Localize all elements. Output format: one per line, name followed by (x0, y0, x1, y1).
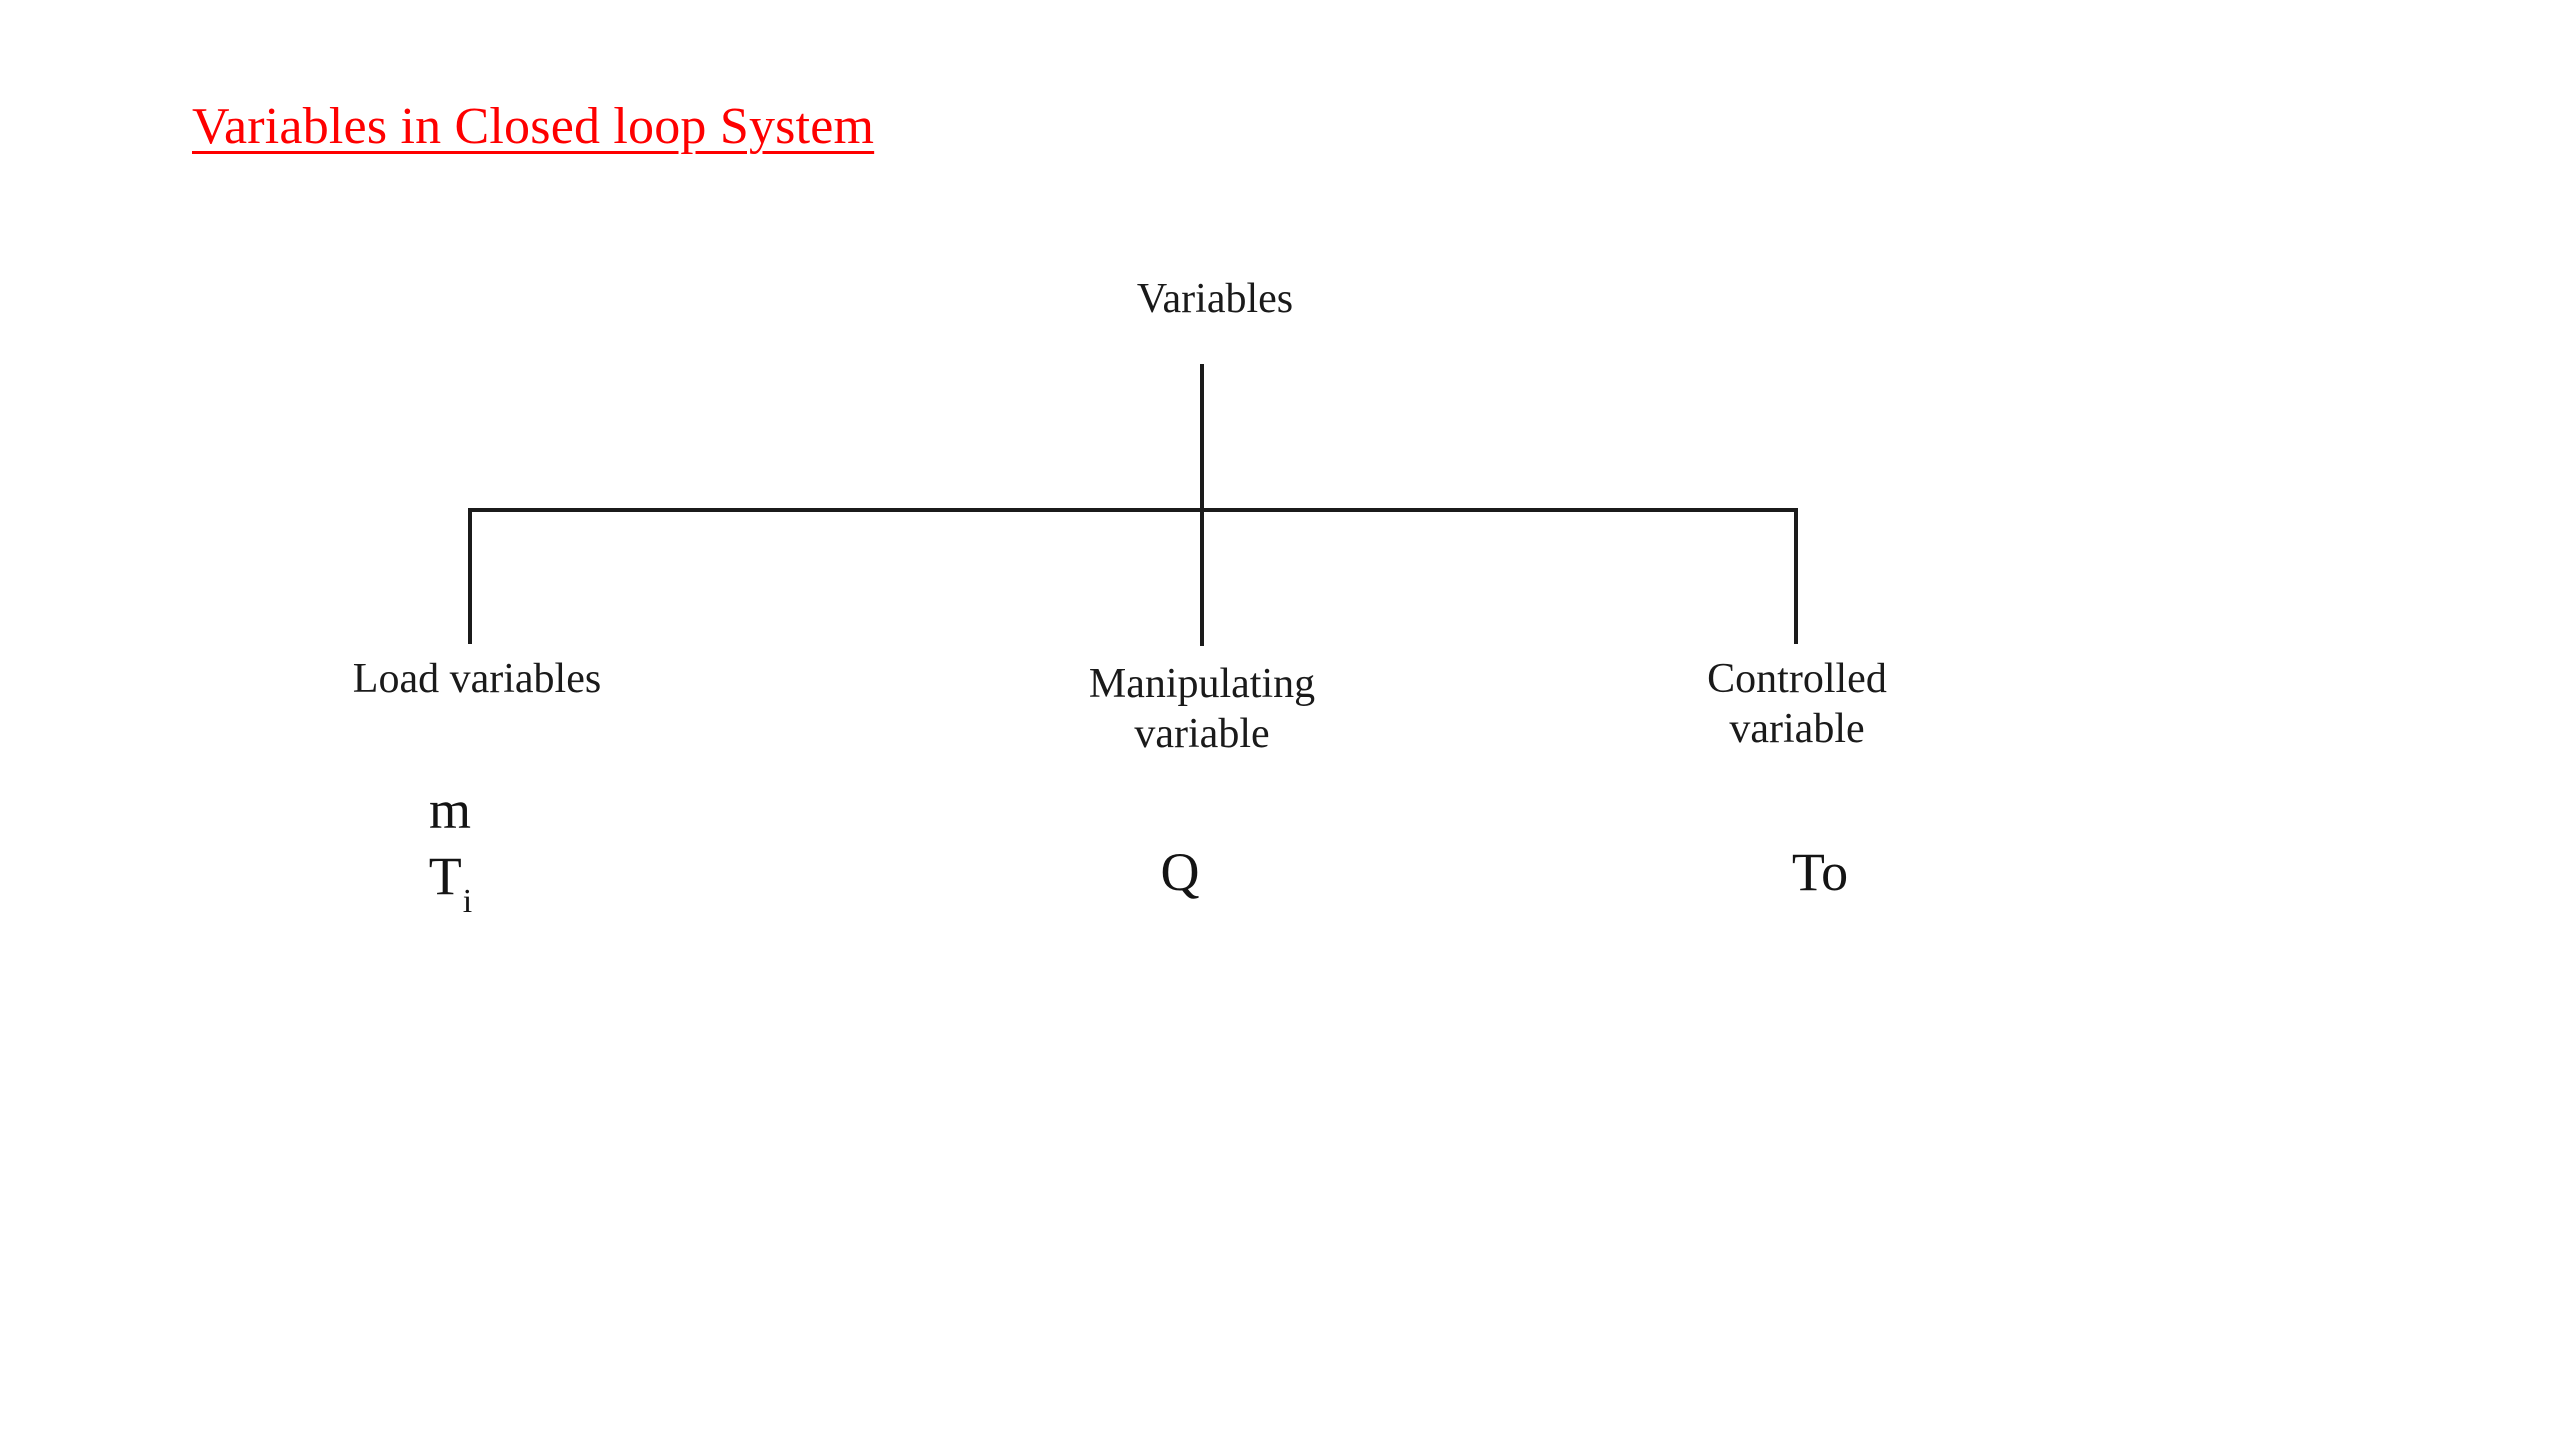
branch-label-manipulating-line2: variable (1134, 710, 1270, 757)
branch-label-load-variables: Load variables (277, 655, 677, 705)
branch-label-manipulating-line1: Manipulating (1088, 661, 1316, 707)
page-title: Variables in Closed loop System (192, 98, 875, 155)
branch-label-controlled-line1: Controlled (1707, 656, 1887, 702)
connector-horizontal-bar (468, 508, 1798, 512)
variable-symbol-ti: Ti (250, 844, 650, 918)
variable-symbol-ti-subscript: i (462, 882, 473, 920)
connector-branch-center (1200, 508, 1204, 646)
variable-symbol-m: m (428, 780, 471, 840)
branch-items-manipulating-variable: Q (980, 840, 1380, 906)
branch-label-load-line1: Load variables (352, 656, 602, 702)
connector-branch-right (1794, 508, 1798, 644)
branch-label-controlled-variable: Controlled variable (1597, 655, 1997, 754)
branch-items-controlled-variable: To (1620, 840, 2020, 906)
variable-symbol-q: Q (1160, 842, 1200, 902)
variable-symbol-ti-base: T (428, 845, 462, 906)
connector-root-stem (1200, 364, 1204, 512)
branch-label-controlled-line2: variable (1729, 705, 1865, 752)
branch-items-load-variables: m Ti (250, 778, 650, 918)
branch-label-manipulating-variable: Manipulating variable (1002, 660, 1402, 759)
connector-branch-left (468, 508, 472, 644)
tree-root-label: Variables (1136, 276, 1294, 322)
variable-symbol-to: To (1791, 842, 1849, 902)
